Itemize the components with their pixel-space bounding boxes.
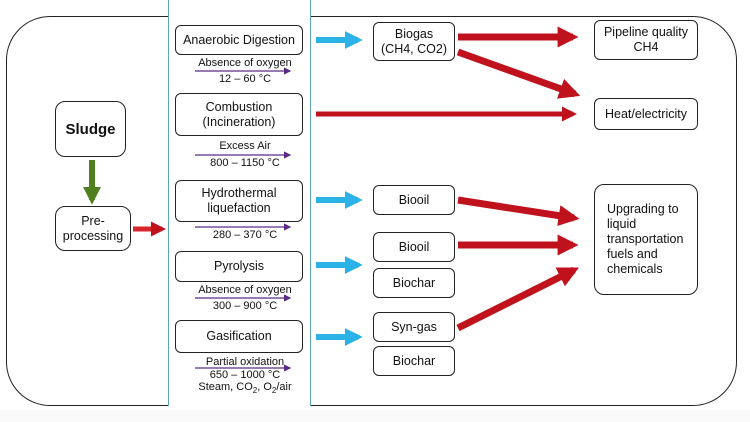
product-biochar-2: Biochar <box>373 346 455 376</box>
anaerobic-condition-1: Absence of oxygen <box>198 57 292 69</box>
output-pipeline-ch4: Pipeline quality CH4 <box>594 20 698 60</box>
arrow-biooil1-to-upgrading <box>457 196 580 227</box>
bottom-strip <box>0 410 750 422</box>
arrow-biogas-to-heat <box>456 48 581 99</box>
process-anaerobic-digestion: Anaerobic Digestion <box>175 25 303 55</box>
output-upgrading: Upgrading to liquid transportation fuels… <box>594 184 698 295</box>
gasification-condition-3: Steam, CO2, O2/air <box>198 381 292 396</box>
product-syngas: Syn-gas <box>373 312 455 342</box>
product-biooil-1: Biooil <box>373 185 455 215</box>
gasification-condition-2: 650 – 1000 °C <box>209 369 281 381</box>
product-biochar-1: Biochar <box>373 268 455 298</box>
sludge-box: Sludge <box>55 101 126 157</box>
combustion-condition-2: 800 – 1150 °C <box>210 157 280 169</box>
pyrolysis-condition-1: Absence of oxygen <box>198 284 292 296</box>
process-gasification: Gasification <box>175 320 303 353</box>
process-pyrolysis: Pyrolysis <box>175 251 303 282</box>
pyrolysis-condition-2: 300 – 900 °C <box>212 300 278 312</box>
anaerobic-condition-2: 12 – 60 °C <box>218 73 272 85</box>
arrow-syngas-to-upgrading <box>456 266 580 332</box>
product-biooil-2: Biooil <box>373 232 455 262</box>
product-biogas: Biogas (CH4, CO2) <box>373 22 455 61</box>
outer-frame <box>6 16 737 406</box>
preprocessing-box: Pre-processing <box>55 206 131 251</box>
process-hydrothermal-liquefaction: Hydrothermal liquefaction <box>175 180 303 222</box>
hydrothermal-condition-1: 280 – 370 °C <box>212 229 278 241</box>
combustion-condition-1: Excess Air <box>219 140 271 152</box>
process-combustion: Combustion (Incineration) <box>175 93 303 136</box>
output-heat-electricity: Heat/electricity <box>594 98 698 130</box>
gasification-condition-1: Partial oxidation <box>205 356 285 368</box>
